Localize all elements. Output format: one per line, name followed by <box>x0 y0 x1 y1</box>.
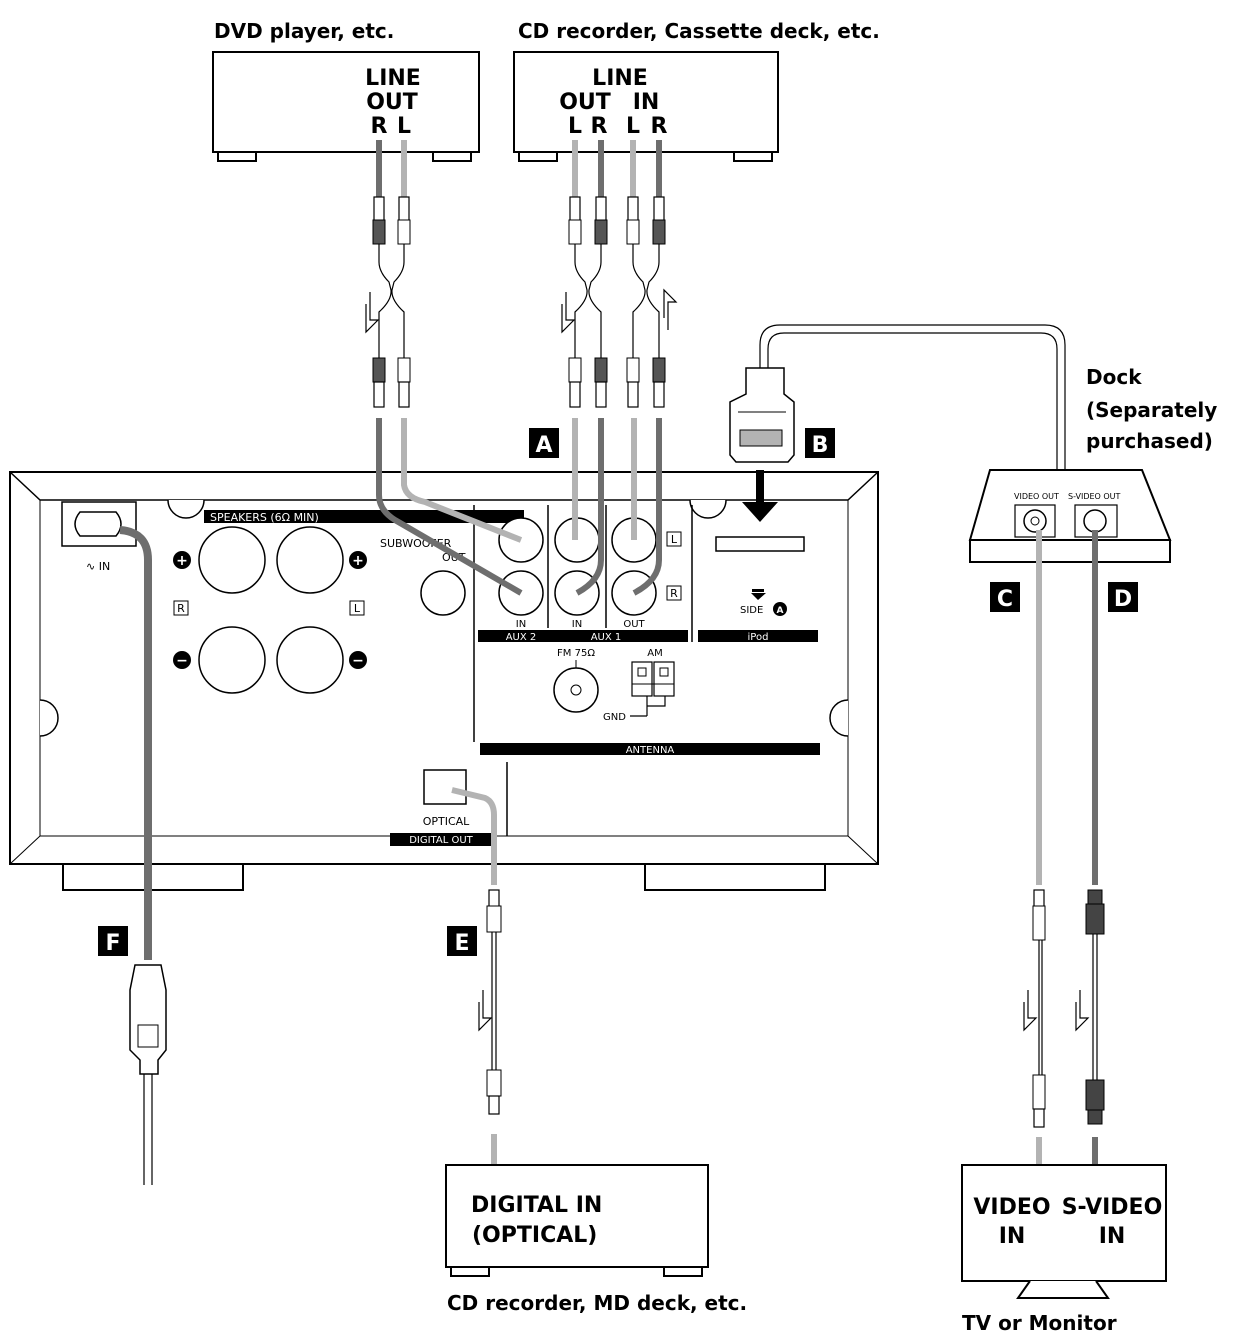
dock-video-out-label: VIDEO OUT <box>1014 492 1059 501</box>
cd-recorder-device: LINE OUT IN L R L R <box>513 51 779 162</box>
speaker-terminals: + + − − R L <box>173 526 367 694</box>
ac-inlet: ∿ IN <box>61 501 137 573</box>
cable-dock-to-ipod <box>729 324 1066 522</box>
dvd-r-label: R <box>371 114 388 139</box>
optical-label: OPTICAL <box>423 815 470 828</box>
aux1-in-label: IN <box>572 619 582 630</box>
dvd-l-label: L <box>397 114 411 139</box>
marker-e: E <box>447 926 477 956</box>
cd-in-label: IN <box>633 90 660 115</box>
am-label: AM <box>647 648 662 659</box>
aux2-label: AUX 2 <box>506 632 537 643</box>
aux1-out-label: OUT <box>623 619 645 630</box>
antenna-label: ANTENNA <box>626 745 675 756</box>
antenna-terminals: FM 75Ω AM GND ANTENNA <box>480 648 820 756</box>
jack-l-label: L <box>671 533 678 546</box>
dock-device: VIDEO OUT S-VIDEO OUT <box>968 469 1172 563</box>
speakers-label: SPEAKERS (6Ω MIN) <box>210 511 319 524</box>
marker-f-label: F <box>105 931 120 956</box>
caption-tv-monitor: TV or Monitor <box>962 1311 1117 1335</box>
marker-a-label: A <box>535 433 552 458</box>
caption-cd-md-recorder: CD recorder, MD deck, etc. <box>447 1291 747 1315</box>
ipod-dock-connector: SIDE A iPod <box>698 536 818 643</box>
aux2-in-label: IN <box>516 619 526 630</box>
cd-l1-label: L <box>568 114 582 139</box>
caption-dock-separately: (Separately <box>1086 398 1217 422</box>
dvd-out-label: OUT <box>366 90 418 115</box>
gnd-label: GND <box>603 712 626 723</box>
digital-in-device: DIGITAL IN (OPTICAL) <box>445 1164 709 1277</box>
digital-in-label: DIGITAL IN <box>471 1193 602 1218</box>
tv-svideo-label: S-VIDEO <box>1062 1195 1163 1220</box>
aux1-label: AUX 1 <box>591 632 622 643</box>
main-unit-rear-panel: ∿ IN SPEAKERS (6Ω MIN) + + − − R L SUBWO <box>9 471 879 891</box>
speaker-r-label: R <box>177 602 185 615</box>
cable-aux1-out-to-cd-in <box>626 140 678 596</box>
fm-label: FM 75Ω <box>557 648 595 659</box>
dock-svideo-out-label: S-VIDEO OUT <box>1068 492 1121 501</box>
plus-left: + <box>176 553 188 569</box>
marker-a: A <box>529 428 559 458</box>
jack-r-label: R <box>670 587 678 600</box>
tv-video-label: VIDEO <box>973 1195 1050 1220</box>
dvd-player-device: LINE OUT R L <box>212 51 480 162</box>
marker-f: F <box>98 926 128 956</box>
tv-svideo-in-label: IN <box>1099 1224 1126 1249</box>
marker-c: C <box>990 582 1020 612</box>
marker-d-label: D <box>1114 587 1132 612</box>
marker-d: D <box>1108 582 1138 612</box>
cable-svideo <box>1075 530 1105 1172</box>
marker-c-label: C <box>997 587 1013 612</box>
plus-right: + <box>352 553 364 569</box>
minus-right: − <box>352 653 364 669</box>
caption-dvd-player: DVD player, etc. <box>214 19 394 43</box>
cd-r1-label: R <box>591 114 608 139</box>
cd-r2-label: R <box>651 114 668 139</box>
minus-left: − <box>176 653 188 669</box>
cable-video <box>1023 530 1046 1172</box>
marker-b-label: B <box>812 433 829 458</box>
cd-l2-label: L <box>626 114 640 139</box>
caption-dock: Dock <box>1086 365 1142 389</box>
caption-cd-recorder-cassette: CD recorder, Cassette deck, etc. <box>518 19 880 43</box>
dvd-line-label: LINE <box>365 66 421 91</box>
optical-digital-out: OPTICAL DIGITAL OUT <box>390 762 508 846</box>
marker-e-label: E <box>454 931 469 956</box>
caption-dock-purchased: purchased) <box>1086 429 1213 453</box>
cable-dvd-to-aux2 <box>365 140 523 596</box>
cd-line-label: LINE <box>592 66 648 91</box>
cd-out-label: OUT <box>559 90 611 115</box>
ipod-label: iPod <box>748 632 769 643</box>
side-label: SIDE <box>740 605 763 616</box>
side-badge-label: A <box>777 606 784 616</box>
tv-video-in-label: IN <box>999 1224 1026 1249</box>
speaker-l-label: L <box>354 602 361 615</box>
tv-monitor-device: VIDEO IN S-VIDEO IN <box>961 1164 1167 1299</box>
digital-out-label: DIGITAL OUT <box>409 835 473 846</box>
cable-cd-out-to-aux1-in <box>561 140 608 596</box>
marker-b: B <box>805 428 835 458</box>
digital-in-optical-label: (OPTICAL) <box>472 1223 597 1248</box>
ac-in-label: ∿ IN <box>86 560 110 573</box>
cable-power <box>119 526 167 1185</box>
